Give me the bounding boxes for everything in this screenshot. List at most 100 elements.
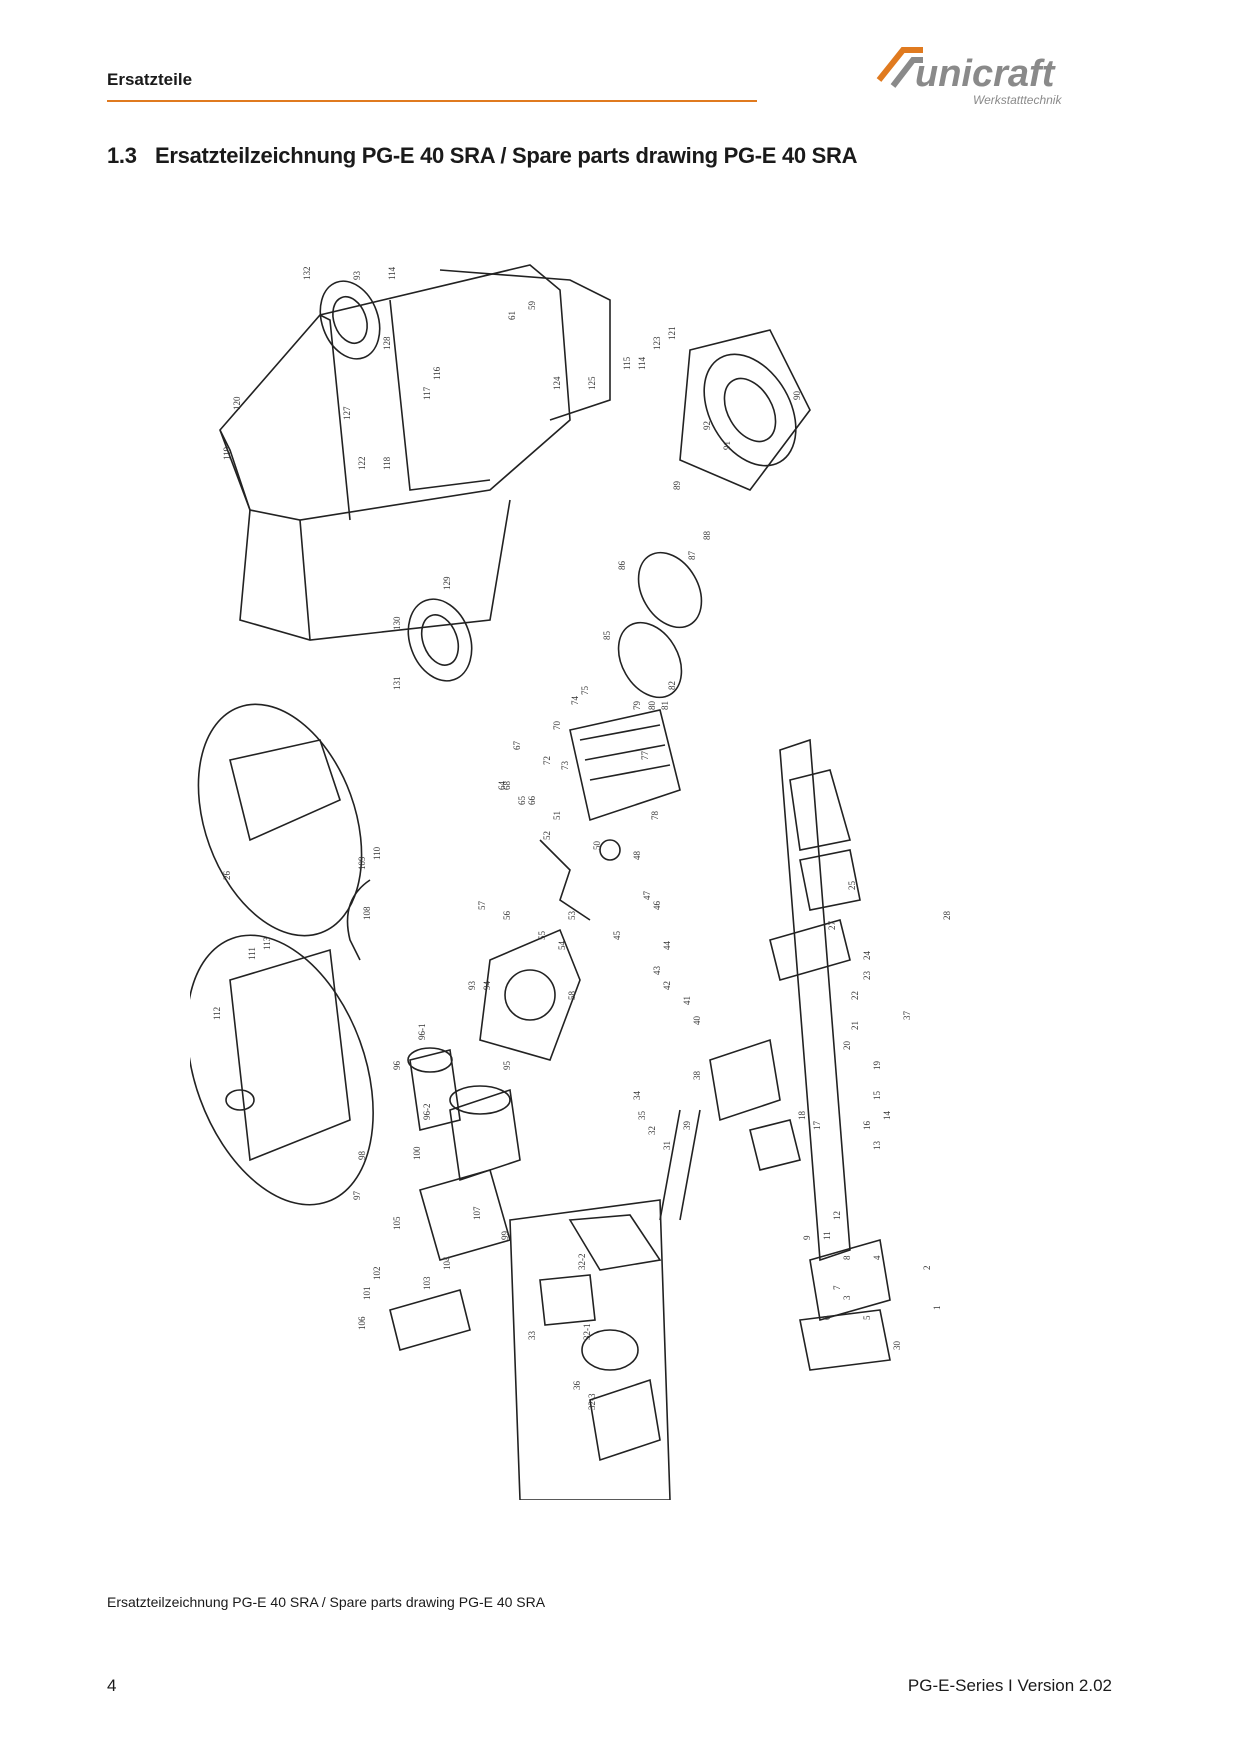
part-label: 93 — [467, 981, 477, 991]
part-label: 113 — [262, 936, 272, 950]
part-label: 123 — [652, 336, 662, 350]
part-label: 32 — [647, 1126, 657, 1135]
crankcase-cover-icon — [479, 928, 581, 1061]
part-label: 106 — [357, 1316, 367, 1330]
part-label: 103 — [422, 1276, 432, 1290]
part-label: 56 — [502, 911, 512, 921]
part-label: 22 — [850, 991, 860, 1000]
part-label: 55 — [537, 931, 547, 941]
part-label: 104 — [442, 1256, 452, 1270]
part-label: 67 — [512, 741, 522, 751]
part-label: 127 — [342, 406, 352, 420]
part-label: 25 — [847, 881, 857, 891]
part-label: 91 — [722, 441, 732, 450]
part-label: 35 — [637, 1111, 647, 1121]
part-label: 122 — [357, 457, 367, 471]
part-label: 16 — [862, 1121, 872, 1131]
part-label: 46 — [652, 901, 662, 911]
header-rule — [107, 100, 757, 102]
part-label: 82 — [667, 681, 677, 690]
part-label: 74 — [570, 696, 580, 706]
muffler-box — [509, 1199, 671, 1500]
part-label: 12 — [832, 1211, 842, 1220]
part-label: 101 — [362, 1287, 372, 1301]
air-filter-housing-frame — [779, 738, 851, 1262]
part-label: 61 — [507, 311, 517, 320]
part-label: 125 — [587, 376, 597, 390]
crankshaft-icon — [539, 839, 621, 921]
part-label: 64 — [497, 781, 507, 791]
part-label: 9 — [802, 1235, 812, 1240]
part-label: 2 — [922, 1266, 932, 1271]
part-label: 13 — [872, 1141, 882, 1151]
wheel-bottom-icon — [407, 598, 473, 682]
part-label: 33 — [527, 1331, 537, 1341]
part-label: 66 — [527, 796, 537, 806]
part-label: 78 — [650, 811, 660, 821]
part-label: 32-1 — [582, 1324, 592, 1341]
part-label: 43 — [652, 966, 662, 976]
spare-parts-drawing: 132 93 114 61 59 124 125 115 114 123 121… — [190, 264, 952, 1500]
exhaust-pipe-icon — [659, 1109, 701, 1221]
part-label: 129 — [442, 576, 452, 590]
part-label: 112 — [212, 1007, 222, 1020]
unicraft-logo: unicraft Werkstatttechnik — [876, 47, 1062, 107]
part-label: 96 — [392, 1061, 402, 1071]
part-label: 81 — [660, 701, 670, 710]
part-label: 98 — [357, 1151, 367, 1161]
part-label: 89 — [672, 481, 682, 491]
carburetor-icon — [709, 1038, 801, 1171]
part-label: 6 — [822, 1315, 832, 1320]
part-label: 114 — [637, 356, 647, 370]
recoil-starter-icon — [679, 329, 811, 491]
part-label: 99 — [500, 1231, 510, 1241]
part-label: 120 — [232, 396, 242, 410]
page-number: 4 — [107, 1676, 117, 1695]
part-label: 39 — [682, 1121, 692, 1131]
part-label: 132 — [302, 267, 312, 281]
part-label: 30 — [892, 1341, 902, 1351]
document-version: PG-E-Series I Version 2.02 — [907, 1676, 1112, 1695]
part-label: 87 — [687, 551, 697, 561]
logo-text: unicraft — [915, 53, 1056, 95]
part-label: 34 — [632, 1091, 642, 1101]
part-label: 28 — [942, 911, 952, 921]
control-panel-icon — [799, 1238, 891, 1371]
part-label: 1 — [932, 1306, 942, 1311]
part-label: 24 — [862, 951, 872, 961]
part-label: 32-3 — [587, 1393, 597, 1410]
part-label: 36 — [572, 1381, 582, 1391]
part-label: 5 — [862, 1315, 872, 1320]
engine-block-icon — [569, 709, 681, 822]
fuel-tank-cover-icon — [197, 703, 363, 937]
part-label: 57 — [477, 901, 487, 911]
logo-subtext: Werkstatttechnik — [973, 93, 1062, 107]
part-label: 17 — [812, 1121, 822, 1131]
part-label: 109 — [357, 856, 367, 870]
part-label: 38 — [692, 1071, 702, 1081]
part-label: 65 — [517, 796, 527, 806]
part-label: 70 — [552, 721, 562, 731]
part-label: 72 — [542, 756, 552, 765]
part-label: 54 — [557, 941, 567, 951]
part-label: 53 — [567, 911, 577, 921]
part-label: 58 — [567, 991, 577, 1001]
part-label: 50 — [592, 841, 602, 851]
part-label: 26 — [222, 871, 232, 881]
section-number: 1.3 — [107, 143, 137, 168]
part-label: 96-2 — [422, 1104, 432, 1121]
part-label: 128 — [382, 336, 392, 350]
part-label: 15 — [872, 1091, 882, 1101]
part-label: 110 — [372, 846, 382, 860]
part-label: 92 — [702, 421, 712, 430]
figure-caption: Ersatzteilzeichnung PG-E 40 SRA / Spare … — [107, 1594, 546, 1610]
wheel-top-icon — [319, 280, 381, 360]
part-label: 121 — [667, 327, 677, 341]
part-label: 102 — [372, 1267, 382, 1281]
part-label: 94 — [482, 981, 492, 991]
part-label: 75 — [580, 686, 590, 696]
part-label: 115 — [622, 356, 632, 370]
part-label: 90 — [792, 391, 802, 401]
part-label: 68 — [502, 781, 512, 791]
alternator-stator-icon — [449, 1085, 521, 1182]
